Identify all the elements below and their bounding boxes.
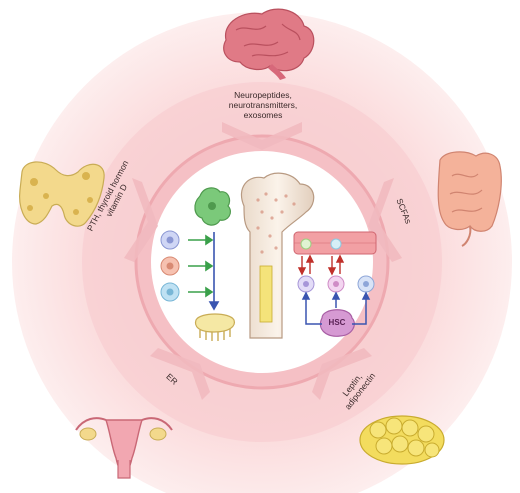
intestine-icon [437, 151, 502, 247]
uterus-icon [75, 417, 173, 479]
inward-arrow-bottom-right [312, 348, 372, 400]
inward-arrow-left [124, 178, 158, 262]
label-line: Neuropeptides, [234, 90, 292, 100]
inward-arrow-right [368, 178, 402, 262]
vessel-cells [300, 238, 342, 250]
progenitor-cells [297, 275, 375, 293]
green-arrows [188, 234, 214, 298]
bone-icon [240, 172, 315, 339]
label-neuropeptides: Neuropeptides, neurotransmitters, exosom… [218, 90, 308, 120]
blue-arrow-down [208, 232, 220, 311]
brain-icon [223, 8, 315, 80]
red-arrows [297, 254, 345, 276]
osteoclast-precursor-cells [160, 230, 180, 302]
osteoblast-icon [194, 313, 235, 341]
hsc-cell-icon [319, 309, 355, 337]
adipose-tissue-icon [359, 415, 445, 465]
label-hsc: HSC [322, 318, 352, 328]
osteoclast-icon [194, 187, 232, 226]
blue-differentiation-arrows [301, 291, 371, 325]
thyroid-icon [19, 161, 105, 227]
label-line: neurotransmitters, [228, 100, 298, 110]
label-line: exosomes [243, 110, 283, 120]
label-line: HSC [328, 318, 346, 327]
inward-arrow-bottom-left [150, 348, 210, 400]
inward-arrow-top [222, 122, 302, 150]
